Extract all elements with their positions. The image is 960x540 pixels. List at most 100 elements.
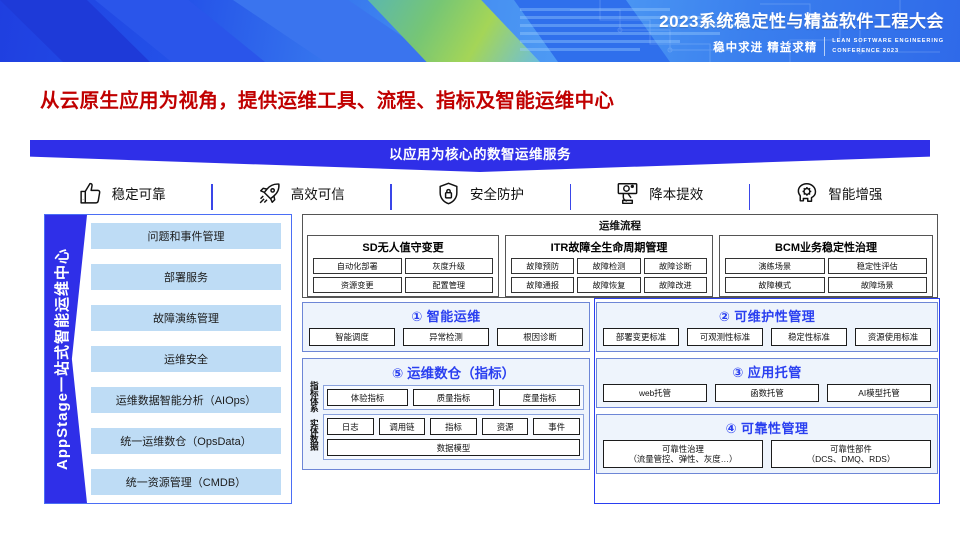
process-group-items: 演练场景 稳定性评估 故障模式 故障场景 (725, 258, 927, 293)
aiops-chip-root-cause-diagnosis[interactable]: 根因诊断 (497, 328, 583, 346)
lower-right-column: ② 可维护性管理 部署变更标准 可观测性标准 稳定性标准 资源使用标准 ③ 应用… (596, 302, 938, 474)
header-text-block: 2023系统稳定性与精益软件工程大会 稳中求进 精益求精 LEAN SOFTWA… (659, 7, 944, 56)
entity-chip-resource[interactable]: 资源 (481, 418, 529, 435)
feature-item-reliable: 稳定可靠 (32, 181, 211, 206)
process-group-title: ITR故障全生命周期管理 (550, 242, 668, 254)
hosting-chip-web[interactable]: web托管 (603, 384, 707, 402)
feature-item-security: 安全防护 (390, 181, 569, 210)
entity-chip-data-model[interactable]: 数据模型 (327, 439, 580, 456)
application-hosting-panel-title: ③ 应用托管 (732, 365, 802, 380)
maintainability-chip-resource-usage-standard[interactable]: 资源使用标准 (855, 328, 931, 346)
sidebar-item-opsdata[interactable]: 统一运维数仓（OpsData） (91, 428, 281, 454)
process-chip-stability-assessment[interactable]: 稳定性评估 (827, 258, 927, 274)
header-line-decoration (520, 0, 820, 62)
aiops-chip-intelligent-scheduling[interactable]: 智能调度 (309, 328, 395, 346)
reliability-chip-governance-line1: 可靠性治理 (662, 443, 704, 454)
conference-subtitle-cn: 稳中求进 精益求精 (713, 41, 818, 54)
feature-label: 降本提效 (649, 187, 704, 202)
entity-data-box: 日志 调用链 指标 资源 事件 数据模型 (323, 414, 584, 460)
metric-system-box: 体验指标 质量指标 度量指标 (323, 385, 584, 410)
money-coin-icon (617, 182, 638, 204)
entity-row: 日志 调用链 指标 资源 事件 (327, 418, 580, 435)
reliability-chip-components[interactable]: 可靠性部件 （DCS、DMQ、RDS） (771, 440, 931, 468)
brain-gear-icon (798, 182, 817, 202)
sidebar-item-aiops-analytics[interactable]: 运维数据智能分析（AIOps） (91, 387, 281, 413)
reliability-chip-governance[interactable]: 可靠性治理 （流量管控、弹性、灰度…） (603, 440, 763, 468)
process-group-itr: ITR故障全生命周期管理 故障预防 故障检测 故障诊断 故障通报 故障恢复 故障… (505, 235, 713, 297)
conference-title: 2023系统稳定性与精益软件工程大会 (659, 12, 944, 31)
sidebar-item-cmdb[interactable]: 统一资源管理（CMDB） (91, 469, 281, 495)
feature-item-efficient: 高效可信 (211, 181, 390, 210)
side-label-metric-system: 指标体系 (309, 381, 320, 412)
process-chip-drill-scenario[interactable]: 演练场景 (725, 258, 825, 274)
process-chip-fault-diagnosis[interactable]: 故障诊断 (643, 258, 707, 274)
metric-row: 体验指标 质量指标 度量指标 (327, 389, 580, 406)
metric-chip-quality[interactable]: 质量指标 (413, 389, 494, 406)
data-warehouse-panel: 指标体系 实体数据 ⑤ 运维数仓（指标） 体验指标 质量指标 度量指标 (302, 358, 590, 470)
right-region: 运维流程 SD无人值守变更 自动化部署 灰度升级 资源变更 配置管理 ITR故障… (302, 214, 940, 504)
process-chip-config-management[interactable]: 配置管理 (404, 277, 493, 293)
hosting-chip-function[interactable]: 函数托管 (715, 384, 819, 402)
entity-chip-trace[interactable]: 调用链 (378, 418, 426, 435)
lower-left-column: ① 智能运维 智能调度 异常检测 根因诊断 指标体系 实体数据 ⑤ 运维数仓（指… (302, 302, 590, 470)
process-group-title: SD无人值守变更 (362, 242, 444, 254)
sidebar-item-list: 问题和事件管理 部署服务 故障演练管理 运维安全 运维数据智能分析（AIOps）… (87, 215, 291, 503)
reliability-chip-components-line2: （DCS、DMQ、RDS） (806, 454, 896, 464)
page-title: 从云原生应用为视角，提供运维工具、流程、指标及智能运维中心 (40, 90, 615, 112)
data-warehouse-content: ⑤ 运维数仓（指标） 体验指标 质量指标 度量指标 日志 调用链 指标 (323, 361, 584, 464)
entity-chip-event[interactable]: 事件 (533, 418, 580, 435)
metric-chip-measurement[interactable]: 度量指标 (499, 389, 580, 406)
reliability-chip-governance-line2: （流量管控、弹性、灰度…） (628, 454, 738, 464)
process-chip-fault-scenario[interactable]: 故障场景 (827, 277, 927, 293)
process-chip-resource-change[interactable]: 资源变更 (313, 277, 402, 293)
feature-label: 智能增强 (828, 187, 883, 202)
hosting-chip-ai-model[interactable]: AI模型托管 (827, 384, 931, 402)
maintainability-chip-deploy-change-standard[interactable]: 部署变更标准 (603, 328, 679, 346)
service-band-label: 以应用为核心的数智运维服务 (389, 147, 571, 162)
maintainability-items: 部署变更标准 可观测性标准 稳定性标准 资源使用标准 (603, 328, 931, 346)
entity-chip-metric[interactable]: 指标 (430, 418, 477, 435)
process-chip-fault-mode[interactable]: 故障模式 (725, 277, 825, 293)
process-group-items: 故障预防 故障检测 故障诊断 故障通报 故障恢复 故障改进 (511, 258, 707, 293)
rocket-icon (259, 182, 280, 203)
data-warehouse-title: ⑤ 运维数仓（指标） (391, 366, 516, 381)
application-hosting-items: web托管 函数托管 AI模型托管 (603, 384, 931, 402)
process-group-sd: SD无人值守变更 自动化部署 灰度升级 资源变更 配置管理 (307, 235, 499, 297)
aiops-panel: ① 智能运维 智能调度 异常检测 根因诊断 (302, 302, 590, 352)
sidebar-item-ops-security[interactable]: 运维安全 (91, 346, 281, 372)
conference-subtitle-en: LEAN SOFTWARE ENGINEERING CONFERENCE 202… (832, 37, 944, 55)
aiops-chip-anomaly-detection[interactable]: 异常检测 (403, 328, 489, 346)
process-chip-fault-detection[interactable]: 故障检测 (577, 258, 641, 274)
process-chip-fault-notification[interactable]: 故障通报 (511, 277, 575, 293)
reliability-items: 可靠性治理 （流量管控、弹性、灰度…） 可靠性部件 （DCS、DMQ、RDS） (603, 440, 931, 468)
ops-process-panel: 运维流程 SD无人值守变更 自动化部署 灰度升级 资源变更 配置管理 ITR故障… (302, 214, 938, 298)
process-chip-gray-upgrade[interactable]: 灰度升级 (404, 258, 493, 274)
maintainability-panel: ② 可维护性管理 部署变更标准 可观测性标准 稳定性标准 资源使用标准 (596, 302, 938, 352)
reliability-panel-title: ④ 可靠性管理 (725, 421, 809, 436)
sidebar-item-fault-drill-management[interactable]: 故障演练管理 (91, 305, 281, 331)
aiops-panel-title: ① 智能运维 (411, 309, 481, 324)
maintainability-panel-title: ② 可维护性管理 (718, 309, 816, 324)
sidebar-banner: AppStage一站式智能运维中心 (45, 215, 87, 503)
diagram-body: AppStage一站式智能运维中心 问题和事件管理 部署服务 故障演练管理 运维… (0, 214, 960, 526)
header-circuit-decoration (570, 0, 940, 62)
application-hosting-panel: ③ 应用托管 web托管 函数托管 AI模型托管 (596, 358, 938, 408)
metric-chip-experience[interactable]: 体验指标 (327, 389, 408, 406)
shield-lock-icon (439, 182, 458, 204)
conference-header-banner: 2023系统稳定性与精益软件工程大会 稳中求进 精益求精 LEAN SOFTWA… (0, 0, 960, 62)
entity-chip-log[interactable]: 日志 (327, 418, 374, 435)
process-group-items: 自动化部署 灰度升级 资源变更 配置管理 (313, 258, 493, 293)
process-chip-fault-recovery[interactable]: 故障恢复 (577, 277, 641, 293)
appstage-sidebar: AppStage一站式智能运维中心 问题和事件管理 部署服务 故障演练管理 运维… (44, 214, 292, 504)
process-chip-automated-deploy[interactable]: 自动化部署 (313, 258, 402, 274)
reliability-panel: ④ 可靠性管理 可靠性治理 （流量管控、弹性、灰度…） 可靠性部件 （DCS、D… (596, 414, 938, 474)
process-chip-fault-improvement[interactable]: 故障改进 (643, 277, 707, 293)
maintainability-chip-observability-standard[interactable]: 可观测性标准 (687, 328, 763, 346)
conference-subtitle-en-line2: CONFERENCE 2023 (832, 47, 899, 54)
sidebar-banner-label: AppStage一站式智能运维中心 (54, 247, 71, 470)
sidebar-item-issue-event-management[interactable]: 问题和事件管理 (91, 223, 281, 249)
sidebar-item-deployment-service[interactable]: 部署服务 (91, 264, 281, 290)
feature-item-cost-efficiency: 降本提效 (569, 181, 749, 210)
maintainability-chip-stability-standard[interactable]: 稳定性标准 (771, 328, 847, 346)
process-chip-fault-prevention[interactable]: 故障预防 (511, 258, 575, 274)
